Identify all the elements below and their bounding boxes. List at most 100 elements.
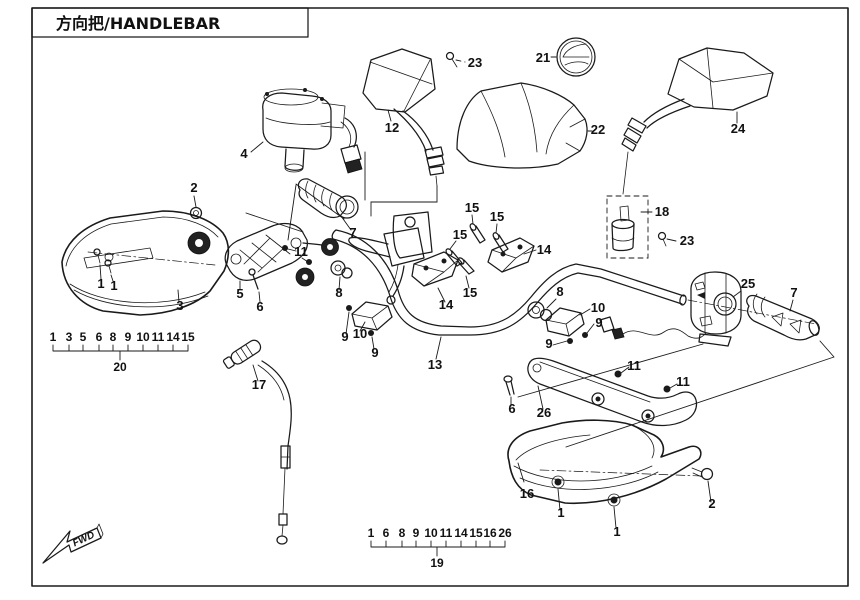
callout-15: 15 [463, 285, 477, 300]
part-10-mount-left [345, 301, 393, 350]
idx20-item: 15 [181, 330, 195, 344]
callout-11: 11 [627, 358, 641, 373]
callout-11: 11 [294, 244, 308, 259]
page-title: 方向把/HANDLEBAR [56, 14, 220, 33]
callout-7: 7 [349, 225, 356, 240]
part-23-screw-top [445, 51, 466, 68]
idx20-item: 5 [80, 330, 87, 344]
callout-9: 9 [545, 336, 552, 351]
index-group-19: 1 6 8 9 10 11 14 15 16 26 19 [368, 526, 512, 570]
callout-23: 23 [468, 55, 482, 70]
part-21-cap [550, 37, 596, 77]
callout-17: 17 [252, 377, 266, 392]
part-23-screw-right [657, 231, 677, 247]
part-16-handguard-right [507, 419, 703, 529]
callout-2: 2 [190, 180, 197, 195]
idx19-item: 9 [413, 526, 420, 540]
part-25-switch-housing [690, 271, 742, 347]
callout-25: 25 [741, 276, 755, 291]
part-14-clamp-left [411, 251, 459, 303]
callout-26: 26 [537, 405, 551, 420]
idx19-item: 14 [454, 526, 468, 540]
callout-9: 9 [371, 345, 378, 360]
part-15-bolts [445, 214, 509, 289]
callout-15: 15 [465, 200, 479, 215]
idx20-item: 14 [166, 330, 180, 344]
part-10-mount-right [545, 307, 595, 346]
diagram-border [31, 7, 849, 587]
idx19-item: 26 [498, 526, 512, 540]
idx19-item: 10 [424, 526, 438, 540]
idx20-item: 1 [50, 330, 57, 344]
callout-5: 5 [236, 286, 243, 301]
part-18-mount [606, 195, 653, 259]
part-8-bushing-left [330, 260, 353, 291]
callout-13: 13 [428, 357, 442, 372]
callout-1: 1 [110, 278, 117, 293]
part-4-master-cylinder [250, 88, 363, 174]
callout-14: 14 [537, 242, 552, 257]
wire-harness [599, 316, 707, 340]
idx19-item: 6 [383, 526, 390, 540]
part-5-bracket [224, 212, 339, 303]
callout-12: 12 [385, 120, 399, 135]
part-8-bushing-right [527, 298, 557, 322]
idx19-label: 19 [430, 556, 444, 570]
callout-1: 1 [97, 276, 104, 291]
callout-21: 21 [536, 50, 550, 65]
callout-14: 14 [439, 297, 454, 312]
idx20-item: 8 [110, 330, 117, 344]
callout-7: 7 [790, 285, 797, 300]
callout-11: 11 [676, 374, 690, 389]
idx20-item: 9 [125, 330, 132, 344]
callout-16: 16 [520, 486, 534, 501]
fwd-arrow: FWD [42, 523, 104, 564]
part-14-clamp-right [487, 237, 537, 273]
callout-18: 18 [655, 204, 669, 219]
part-12-mirror-left [362, 48, 445, 217]
callout-labels: 23 21 12 22 24 4 18 23 2 15 15 15 14 11 … [97, 50, 797, 539]
part-3-handguard-left [61, 210, 230, 316]
callout-9: 9 [341, 329, 348, 344]
part-7-grip-right [746, 293, 820, 341]
callout-15: 15 [453, 227, 467, 242]
callout-6: 6 [508, 401, 515, 416]
title-box [31, 7, 309, 38]
idx19-item: 1 [368, 526, 375, 540]
callout-1: 1 [557, 505, 564, 520]
callout-10: 10 [353, 326, 367, 341]
part-7-grip-left [287, 178, 359, 241]
callout-2: 2 [708, 496, 715, 511]
part-2-screw-right [691, 467, 714, 503]
part-26-bracket [503, 357, 698, 427]
callout-8: 8 [556, 284, 563, 299]
callout-10: 10 [591, 300, 605, 315]
part-13-handlebar [331, 229, 817, 360]
index-group-20: 1 3 5 6 8 9 10 11 14 15 20 [50, 330, 195, 374]
idx20-item: 6 [96, 330, 103, 344]
idx20-item: 11 [152, 330, 165, 344]
idx19-item: 16 [483, 526, 497, 540]
part-17-cable [222, 339, 292, 545]
idx19-item: 11 [440, 526, 453, 540]
callout-3: 3 [176, 298, 183, 313]
idx19-item: 8 [399, 526, 406, 540]
callout-6: 6 [256, 299, 263, 314]
idx20-item: 10 [136, 330, 150, 344]
part-1-screws-left [93, 248, 114, 282]
idx20-label: 20 [113, 360, 127, 374]
callout-24: 24 [731, 121, 746, 136]
callout-4: 4 [240, 146, 248, 161]
brake-lever-assembly [295, 211, 433, 305]
callout-22: 22 [591, 122, 605, 137]
idx20-item: 3 [66, 330, 73, 344]
callout-1: 1 [613, 524, 620, 539]
callout-8: 8 [335, 285, 342, 300]
idx19-item: 15 [469, 526, 483, 540]
callout-9: 9 [595, 315, 602, 330]
callout-15: 15 [490, 209, 504, 224]
alignment-lines-right [517, 340, 835, 448]
part-24-mirror-right [621, 47, 774, 195]
title-block: 方向把/HANDLEBAR [31, 7, 309, 38]
